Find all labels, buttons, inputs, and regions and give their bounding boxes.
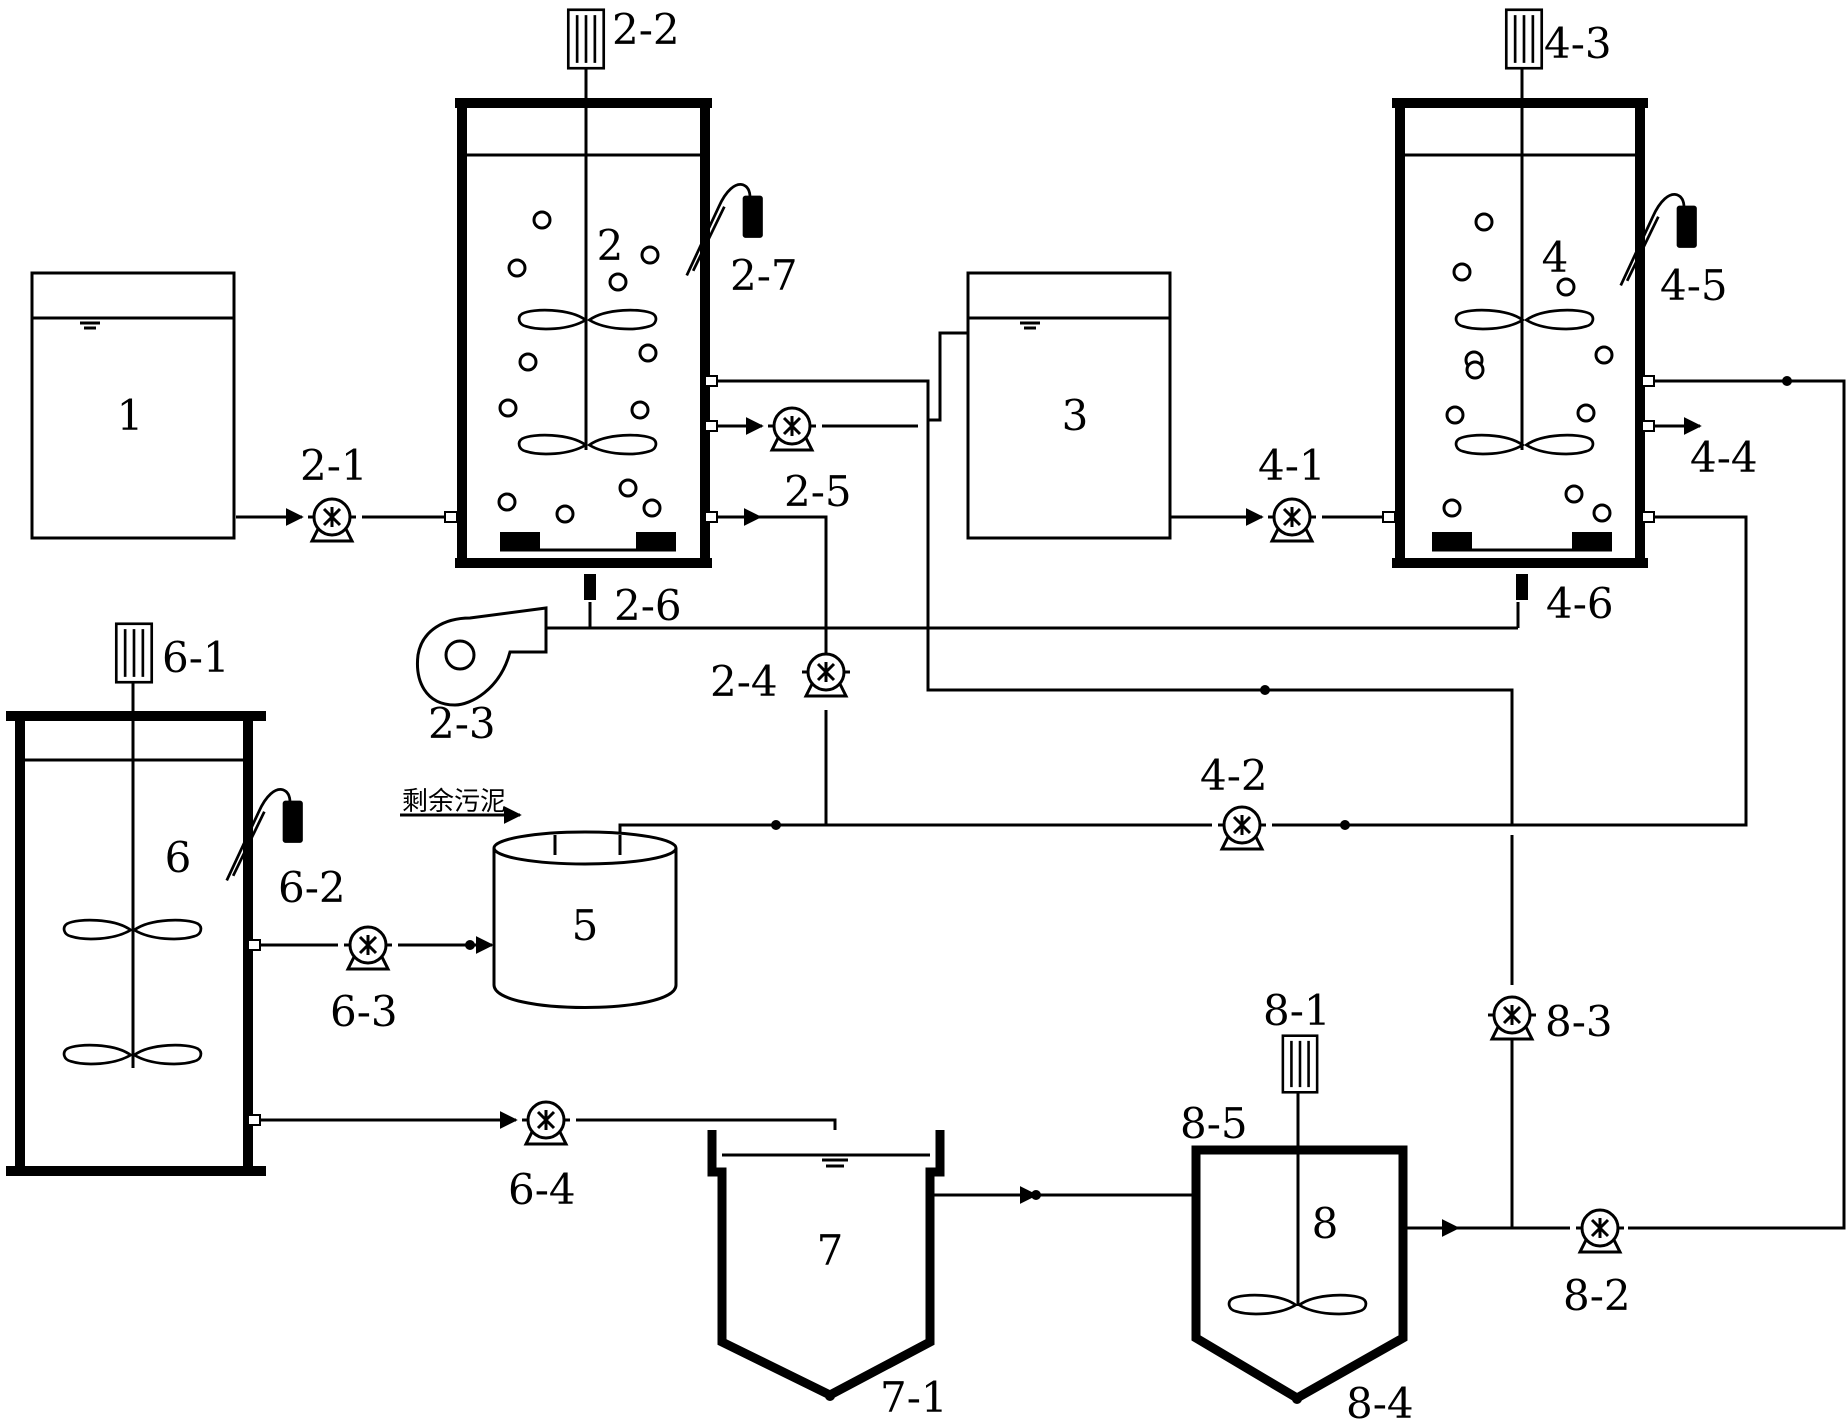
pump-4-1-icon [1266,497,1318,543]
label-8-1: 8-1 [1263,986,1331,1035]
motor-4-3-icon [1504,8,1544,70]
label-4-5: 4-5 [1660,261,1728,310]
tank-3: 3 [966,271,1172,540]
label-2-7: 2-7 [730,251,798,300]
excess-sludge-label: 剩余污泥 [402,787,506,817]
reactor-6-label: 6 [165,833,192,882]
label-6-1: 6-1 [162,633,230,682]
label-4-4: 4-4 [1690,433,1758,482]
settler-8: 8 [1191,1085,1408,1404]
tank-3-label: 3 [1062,391,1089,440]
label-4-2: 4-2 [1200,751,1268,800]
label-2-3: 2-3 [428,699,496,748]
pump-2-1-icon [306,497,358,543]
label-6-4: 6-4 [508,1165,576,1214]
settler-8-label: 8 [1312,1199,1339,1248]
motor-6-1-icon [114,622,154,684]
pump-8-3-icon [1486,995,1538,1041]
settler-7: 7 [707,1130,945,1401]
label-6-3: 6-3 [330,987,398,1036]
label-2-4: 2-4 [710,657,778,706]
pump-6-3-icon [342,925,394,971]
label-8-2: 8-2 [1563,1271,1631,1320]
label-8-3: 8-3 [1545,997,1613,1046]
pump-8-2-icon [1574,1208,1626,1254]
label-6-2: 6-2 [278,863,346,912]
tank-5-label: 5 [572,901,599,950]
pump-6-4-icon [520,1100,572,1146]
label-8-4: 8-4 [1346,1379,1414,1421]
reactor-2: 2 [444,60,718,600]
motor-2-2-icon [566,8,606,70]
reactor-4-label: 4 [1542,233,1569,282]
label-4-3: 4-3 [1544,19,1612,68]
label-2-5: 2-5 [784,467,852,516]
label-2-2: 2-2 [612,5,680,54]
piping [236,331,1846,1237]
label-2-6: 2-6 [614,581,682,630]
pipe-junction-dots [465,376,1792,1200]
label-4-6: 4-6 [1546,579,1614,628]
label-8-5: 8-5 [1180,1099,1248,1148]
reactor-4: 4 [1382,60,1655,600]
motor-8-1-icon [1281,1034,1319,1094]
settler-7-label: 7 [817,1226,844,1275]
reactor-6: 6 [6,678,266,1176]
reactor-2-label: 2 [597,221,624,270]
blower-2-3-icon [415,606,548,707]
tank-5: 5 [492,830,678,1009]
pump-2-5-icon [766,406,818,452]
pump-4-2-icon [1216,805,1268,851]
tank-1-label: 1 [117,391,144,440]
component-labels: 2-1 2-5 2-6 2-4 2-3 4-1 4-4 4-6 4-2 6-3 … [300,433,1758,1421]
label-2-1: 2-1 [300,441,368,490]
pump-2-4-icon [800,652,852,698]
label-4-1: 4-1 [1258,441,1326,490]
label-7-1: 7-1 [880,1373,948,1421]
tank-1: 1 [30,271,236,540]
